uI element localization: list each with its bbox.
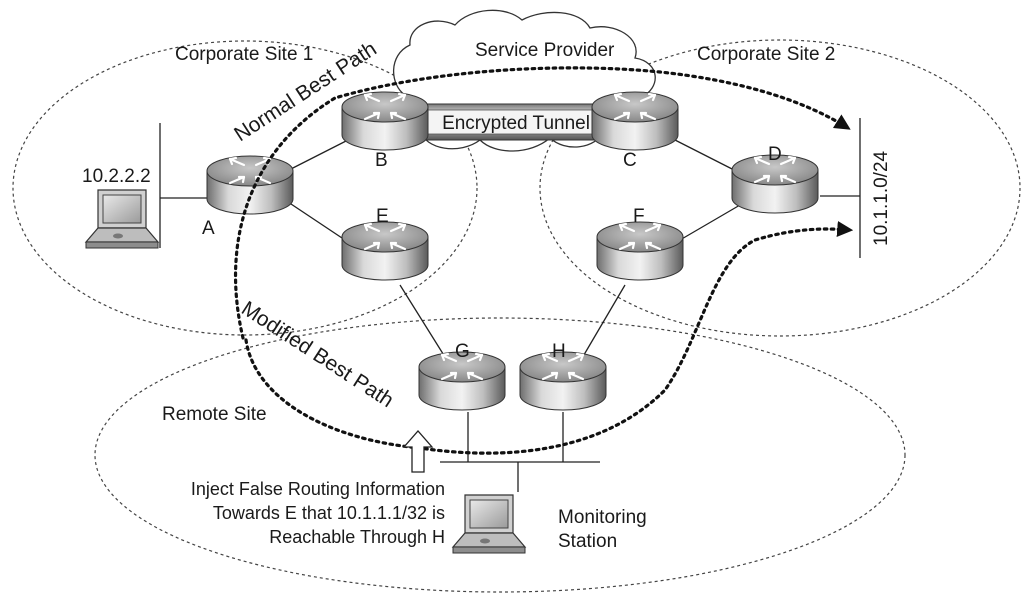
modified-best-path-label: Modified Best Path [237, 297, 397, 412]
router-f-label: F [633, 206, 645, 227]
remote-site-boundary [94, 317, 906, 593]
router-f[interactable] [595, 220, 685, 282]
corporate-site-2-boundary [539, 39, 1021, 337]
normal-best-path [233, 66, 851, 340]
monitoring-station-label-line1: Monitoring [558, 507, 647, 528]
router-e-label: E [376, 206, 389, 227]
inject-note-line3: Reachable Through H [269, 527, 445, 547]
router-a-label: A [202, 218, 215, 239]
router-e[interactable] [340, 220, 430, 282]
laptop-ip-label: 10.2.2.2 [82, 166, 151, 187]
link-f-d [679, 204, 741, 241]
corporate-site-2-label: Corporate Site 2 [697, 44, 835, 65]
inject-note-line2: Towards E that 10.1.1.1/32 is [213, 503, 445, 523]
service-provider-label: Service Provider [475, 40, 615, 61]
monitoring-station-laptop[interactable] [452, 494, 526, 554]
router-b-label: B [375, 150, 388, 171]
router-b[interactable] [340, 90, 430, 152]
link-c-d [674, 139, 739, 173]
router-c[interactable] [590, 90, 680, 152]
modified-best-path [244, 221, 854, 455]
router-g-label: G [455, 341, 470, 362]
router-h-label: H [552, 341, 566, 362]
router-c-label: C [623, 150, 637, 171]
corporate-site-1-label: Corporate Site 1 [175, 44, 313, 65]
link-a-e [284, 199, 346, 241]
monitoring-station-label-line2: Station [558, 531, 617, 552]
host-laptop[interactable] [85, 189, 159, 249]
router-a[interactable] [205, 154, 295, 216]
link-e-g [399, 284, 451, 366]
inject-note-line1: Inject False Routing Information [191, 479, 445, 499]
inject-arrow-icon [402, 430, 434, 473]
tunnel-label: Encrypted Tunnel [442, 113, 590, 134]
link-a-b [284, 139, 349, 173]
link-f-h [577, 284, 626, 366]
network-prefix-label: 10.1.1.0/24 [871, 150, 892, 246]
remote-site-label: Remote Site [162, 404, 267, 425]
router-d-label: D [768, 144, 782, 165]
corporate-site-1-boundary [12, 40, 478, 336]
